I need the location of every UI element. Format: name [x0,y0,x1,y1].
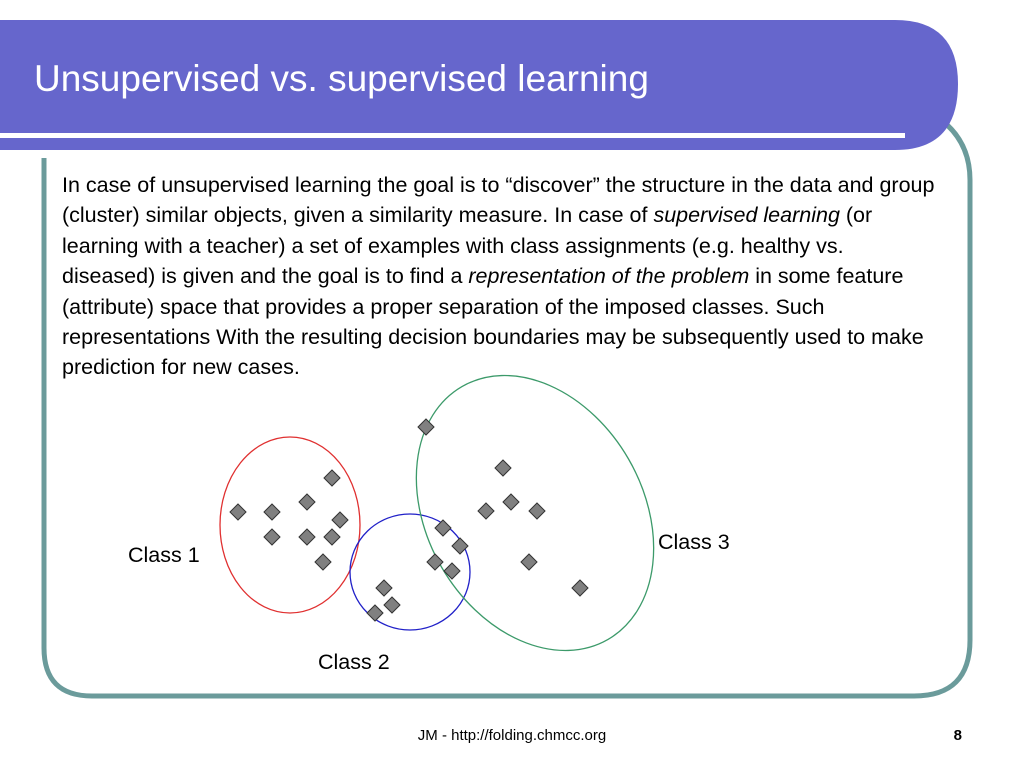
class1-boundary [219,436,361,614]
data-point-marker [451,537,469,555]
data-point-marker [494,459,512,477]
data-point-marker [263,528,281,546]
data-point-marker [417,418,435,436]
class3-boundary [415,374,655,652]
data-point-marker [502,493,520,511]
data-point-marker [366,604,384,622]
data-point-marker [375,579,393,597]
data-point-marker [571,579,589,597]
class3-label: Class 3 [658,530,730,554]
footer-text: JM - http://folding.chmcc.org [417,727,607,744]
slide-body: In case of unsupervised learning the goa… [62,170,942,383]
data-point-marker [528,502,546,520]
title-bar [0,20,958,150]
scatter-markers [229,418,589,622]
data-point-marker [331,511,349,529]
data-point-marker [383,596,401,614]
page-number: 8 [953,727,962,744]
class1-label: Class 1 [128,543,200,567]
data-point-marker [477,502,495,520]
data-point-marker [520,553,538,571]
data-point-marker [314,553,332,571]
data-point-marker [426,553,444,571]
body-run-italic: representation of the problem [468,264,750,289]
class2-label: Class 2 [318,650,390,674]
body-run: (or learning with a teacher) a set of ex… [62,203,873,289]
data-point-marker [298,493,316,511]
data-point-marker [263,503,281,521]
body-run: in some feature (attribute) space that p… [62,264,924,380]
data-point-marker [323,528,341,546]
title-underline [0,133,905,138]
data-point-marker [229,503,247,521]
body-paragraph: In case of unsupervised learning the goa… [62,170,942,383]
class2-boundary [349,513,471,631]
slide-title: Unsupervised vs. supervised learning [34,58,649,99]
data-point-marker [443,562,461,580]
body-run-italic: supervised learning [653,203,840,228]
data-point-marker [323,469,341,487]
data-point-marker [434,519,452,537]
body-run: In case of unsupervised learning the goa… [62,173,935,228]
data-point-marker [298,528,316,546]
